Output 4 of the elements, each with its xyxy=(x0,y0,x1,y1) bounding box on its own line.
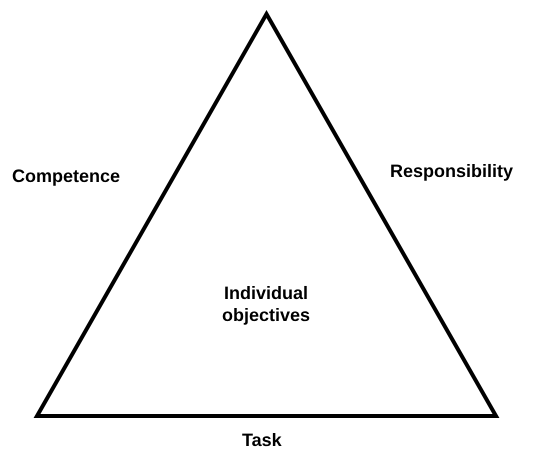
side-label: Responsibility xyxy=(390,161,514,182)
node-text: Individual objectives xyxy=(220,282,312,326)
side-label: Competence xyxy=(12,166,120,187)
side-label: Task xyxy=(242,430,282,451)
